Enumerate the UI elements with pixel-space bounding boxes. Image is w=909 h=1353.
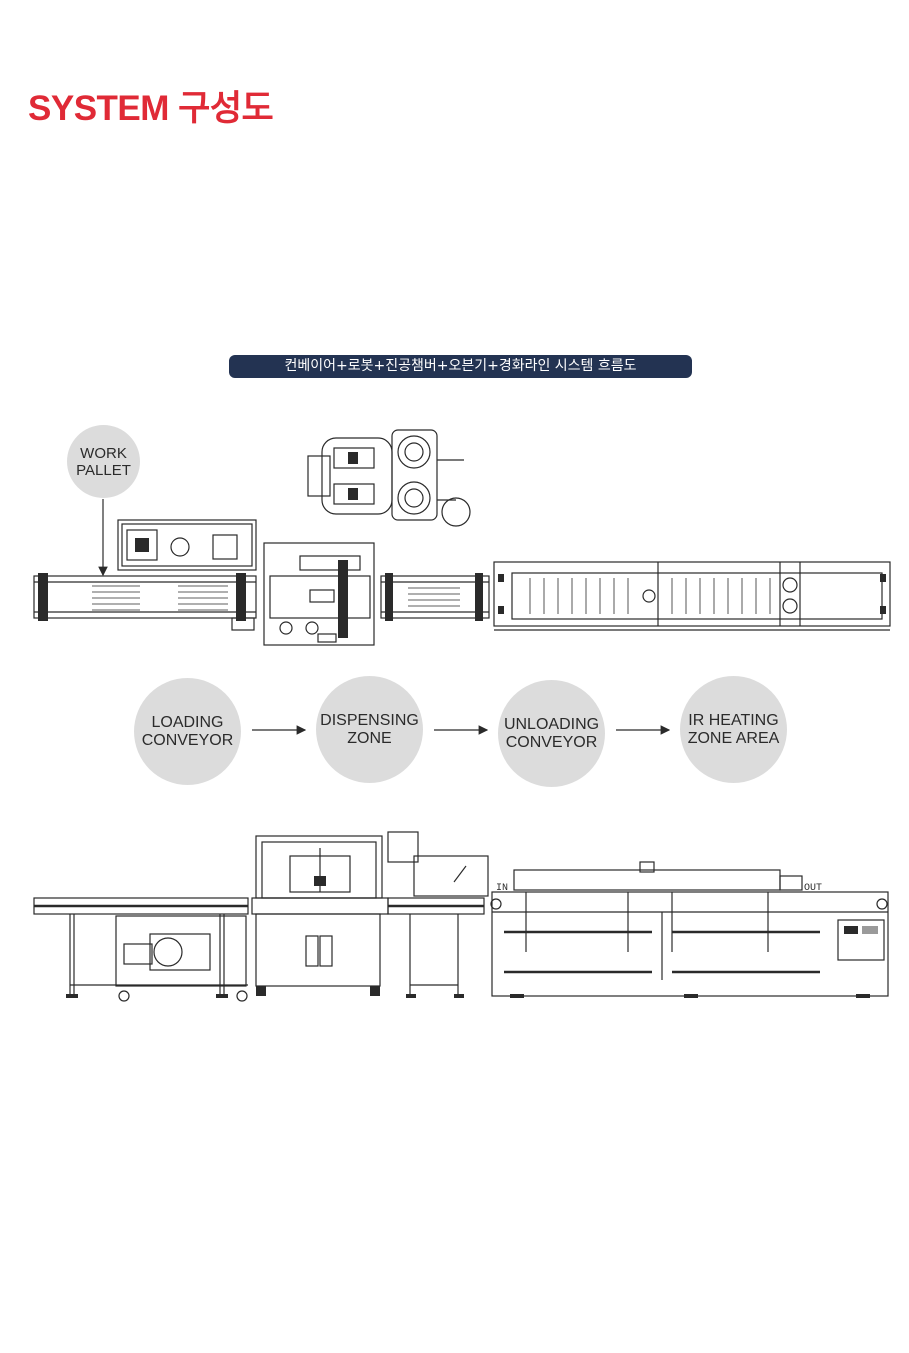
dispensing-zone-side-view <box>251 835 389 996</box>
oven-out-label: OUT <box>804 883 822 894</box>
robot-cell-top-view <box>117 519 257 571</box>
oven-in-label: IN <box>496 883 508 894</box>
page-title: SYSTEM 구성도 <box>28 89 274 128</box>
dispensing-zone-top-view <box>263 542 375 646</box>
ir-oven-side-view: IN OUT <box>490 861 889 998</box>
stage-loading-conveyor: LOADING CONVEYOR <box>134 678 241 785</box>
stage-ir-heating-zone: IR HEATING ZONE AREA <box>680 676 787 783</box>
ir-oven-top-view <box>493 561 891 631</box>
stage-unloading-conveyor: UNLOADING CONVEYOR <box>498 680 605 787</box>
work-pallet-bubble: WORK PALLET <box>67 425 140 498</box>
loading-conveyor-side-view <box>33 897 249 1002</box>
vacuum-chamber-top-view <box>307 429 471 527</box>
unloading-conveyor-side-view <box>387 831 489 998</box>
stage-dispensing-zone: DISPENSING ZONE <box>316 676 423 783</box>
flow-banner: 컨베이어+로봇+진공챔버+오븐기+경화라인 시스템 흐름도 <box>229 355 692 378</box>
loading-conveyor-top-view <box>33 573 257 631</box>
unloading-conveyor-top-view <box>380 573 490 621</box>
